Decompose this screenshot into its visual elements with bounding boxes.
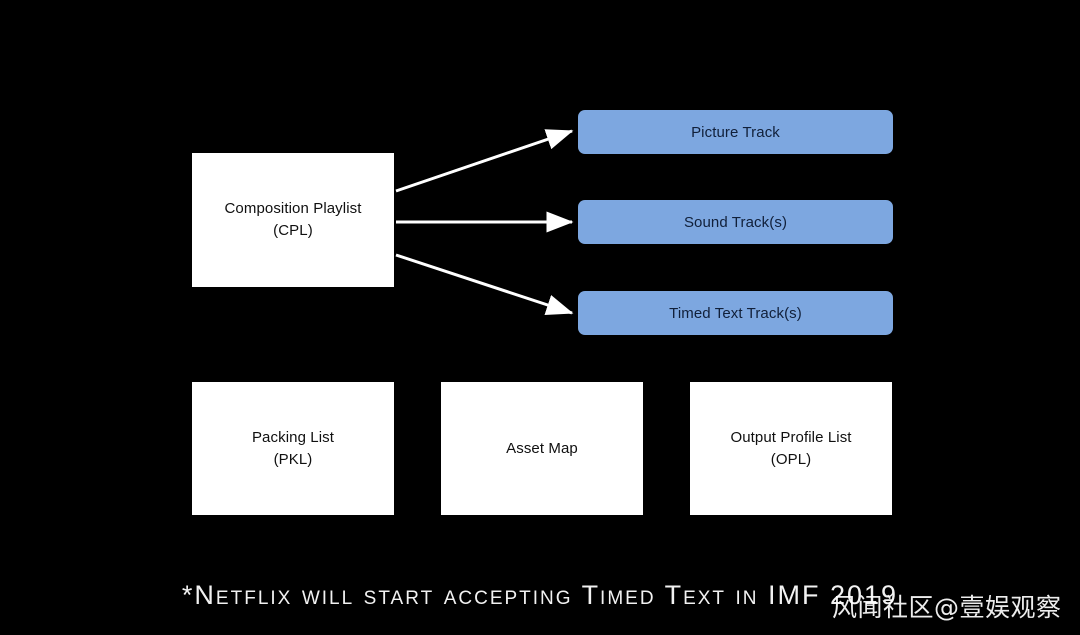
node-picture-track: Picture Track (578, 110, 893, 154)
arrow-cpl-to-timed-text-track (395, 253, 574, 315)
node-output-profile-list: Output Profile List (OPL) (690, 382, 892, 515)
node-packing-list-label: Packing List (PKL) (251, 428, 335, 468)
node-picture-track-label: Picture Track (691, 123, 780, 141)
node-sound-track: Sound Track(s) (578, 200, 893, 244)
node-output-profile-list-label: Output Profile List (OPL) (730, 428, 852, 468)
node-composition-playlist-label: Composition Playlist (CPL) (224, 200, 362, 239)
node-sound-track-label: Sound Track(s) (683, 213, 788, 231)
node-timed-text-track-label: Timed Text Track(s) (669, 304, 802, 322)
slide-footnote: *Netflix will start accepting Timed Text… (181, 580, 899, 610)
watermark-text: 风闻社区@壹娱观察 (832, 593, 1062, 622)
node-asset-map-label: Asset Map (506, 439, 578, 457)
node-composition-playlist: Composition Playlist (CPL) (192, 153, 394, 287)
node-asset-map: Asset Map (441, 382, 643, 515)
node-timed-text-track: Timed Text Track(s) (578, 291, 893, 335)
node-packing-list: Packing List (PKL) (192, 382, 394, 515)
arrow-cpl-to-picture-track (395, 129, 574, 193)
